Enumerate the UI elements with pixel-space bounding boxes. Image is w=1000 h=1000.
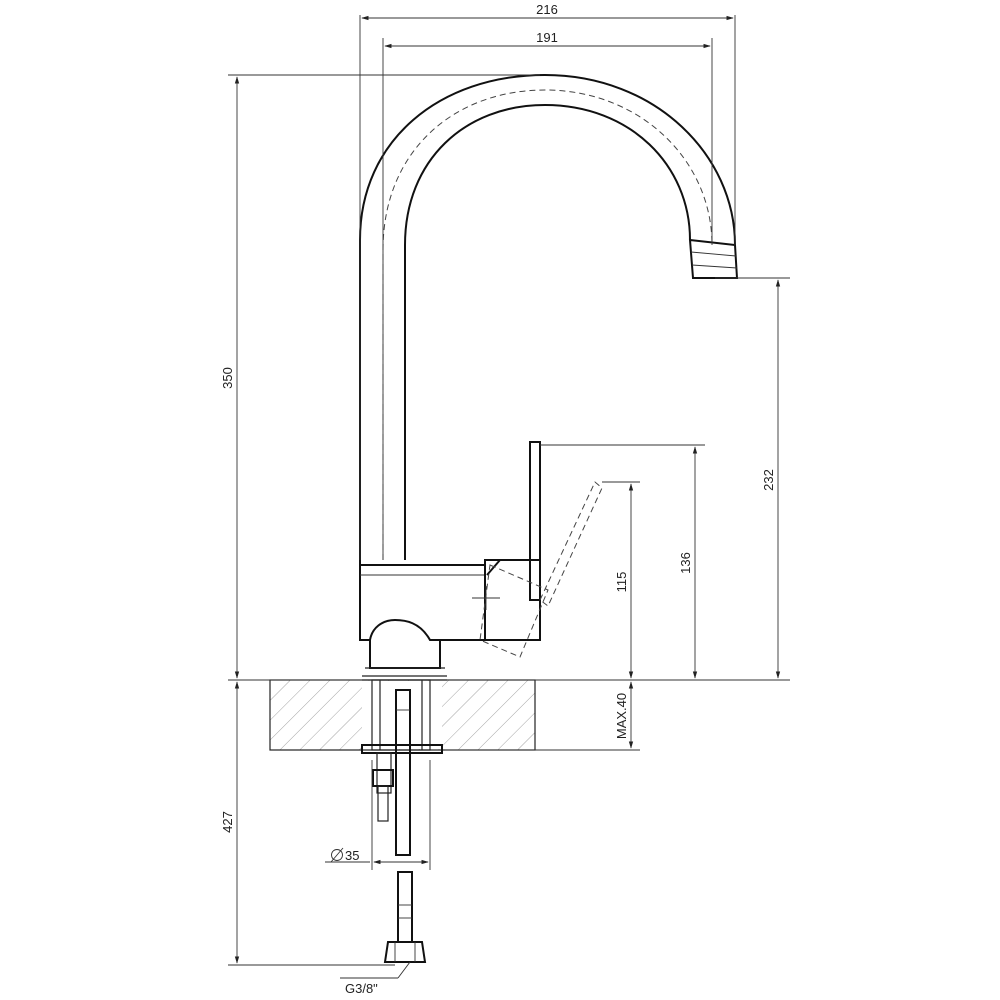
dimension-lines: [228, 15, 790, 979]
dimension-labels: 216 191 350 427 232 136 115 MAX.40 35 G3…: [220, 2, 776, 996]
countertop-section: [269, 679, 536, 751]
diameter-icon: [330, 847, 344, 863]
base-collar: [369, 640, 441, 669]
lever-open-position: [472, 481, 603, 658]
main-body: [359, 564, 486, 641]
lever-handle: [529, 441, 541, 601]
dim-spout-height: 232: [761, 469, 776, 491]
dim-hose-length: 427: [220, 811, 235, 833]
spout-inner: [404, 103, 691, 560]
lever-block: [484, 559, 541, 641]
dim-max-thickness: MAX.40: [614, 693, 629, 739]
aerator: [688, 238, 739, 279]
dim-total-height: 350: [220, 367, 235, 389]
dim-lever-height: 136: [678, 552, 693, 574]
spout-outer: [359, 73, 736, 565]
dim-spout-reach: 191: [536, 30, 558, 45]
diameter-label: 35: [330, 847, 359, 863]
dim-mount-diameter: 35: [345, 848, 359, 863]
faucet-outline: [359, 73, 739, 681]
dim-total-width: 216: [536, 2, 558, 17]
dim-body-height: 115: [614, 572, 629, 593]
dim-connection-thread: G3/8": [345, 981, 378, 996]
